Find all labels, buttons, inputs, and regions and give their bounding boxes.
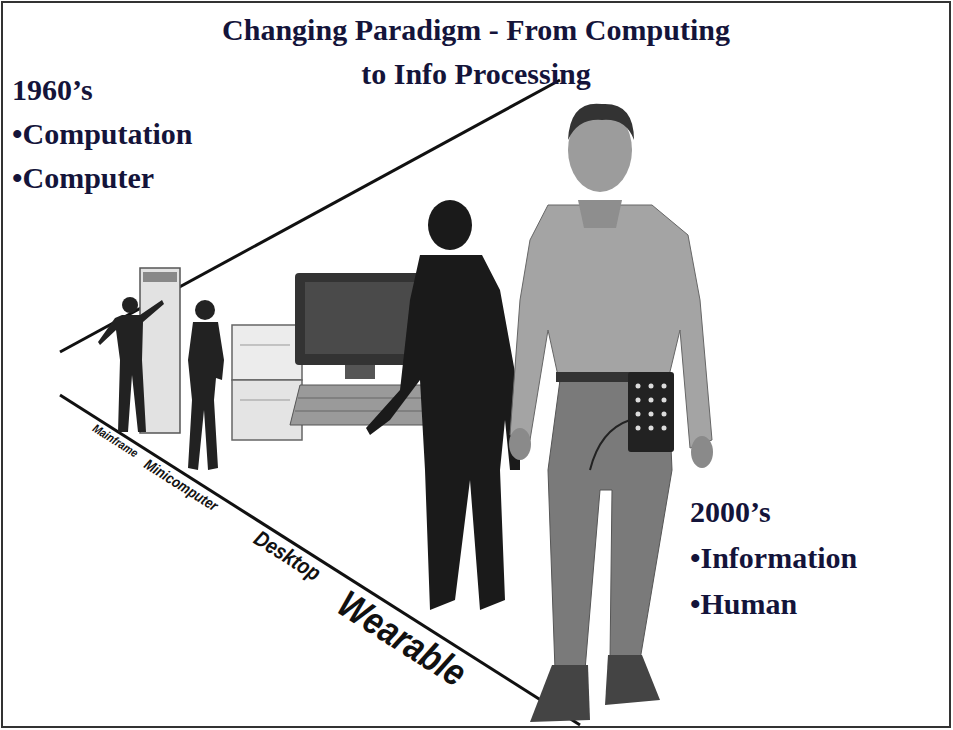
person-silhouette	[366, 200, 520, 610]
bullet-item: •Human	[690, 586, 797, 622]
diagram-title: Changing Paradigm - From Computing to In…	[214, 8, 738, 96]
era-heading: 1960’s	[12, 72, 93, 108]
wearable-user	[509, 104, 713, 722]
axis-label: Desktop	[250, 527, 324, 585]
bullet-item: •Computer	[12, 160, 154, 196]
mainframe	[140, 268, 180, 433]
bullet-item: •Information	[690, 540, 857, 576]
person-silhouette	[188, 300, 224, 470]
bullet-item: •Computation	[12, 116, 193, 152]
era-heading: 2000’s	[690, 494, 771, 530]
person-silhouette	[98, 297, 164, 432]
